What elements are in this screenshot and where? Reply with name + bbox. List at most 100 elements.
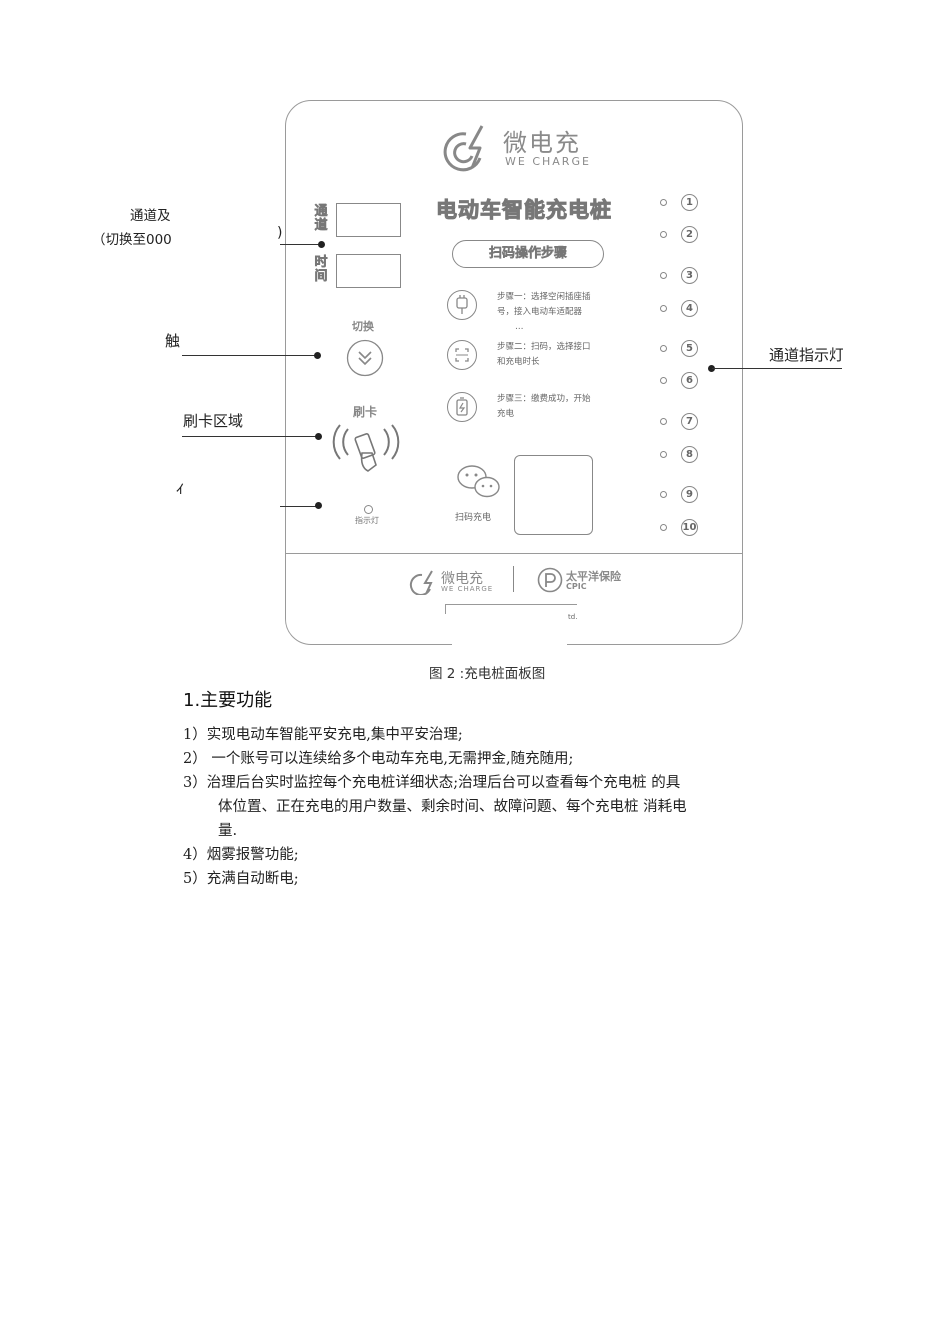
- channel-label-text: 通道: [314, 204, 328, 233]
- callout-line-touch-key: [182, 355, 318, 356]
- item-number: 1）: [183, 727, 207, 743]
- item-text: 实现电动车智能平安充电,集中平安治理;: [206, 727, 463, 743]
- callout-line-channel-time: [280, 244, 322, 245]
- callout-dot-signal-light: [315, 502, 322, 509]
- step-3-line-1: 步骤三：缴费成功，开始: [497, 394, 591, 404]
- scan-steps-pill: 扫码操作步骤: [452, 240, 604, 268]
- channel-led-7: [660, 418, 667, 425]
- brand-en: WE CHARGE: [505, 155, 591, 168]
- item-text: 治理后台实时监控每个充电桩详细状态;治理后台可以查看每个充电桩 的具: [206, 775, 681, 791]
- list-item: 4）烟雾报警功能;: [183, 843, 843, 867]
- nfc-card-icon: [332, 424, 400, 472]
- time-label: 时间: [314, 255, 328, 284]
- list-item: 3）治理后台实时监控每个充电桩详细状态;治理后台可以查看每个充电桩 的具: [183, 771, 843, 795]
- scan-icon: [447, 340, 477, 370]
- channel-number-4: 4: [681, 300, 698, 317]
- qr-code-area: [514, 455, 593, 535]
- time-label-text: 时间: [314, 255, 328, 284]
- item-text: 充满自动断电;: [206, 871, 299, 887]
- callout-line-signal-light: [280, 506, 318, 507]
- footer-brand-cn: 微电充: [441, 571, 483, 587]
- channel-led-2: [660, 231, 667, 238]
- channel-number-2: 2: [681, 226, 698, 243]
- callout-channel-time-1: 通道及: [130, 208, 171, 224]
- footer-bracket-left: [445, 604, 446, 614]
- footer-partner-cn: 太平洋保险: [566, 570, 621, 583]
- channel-number-5: 5: [681, 340, 698, 357]
- channel-number-10: 10: [681, 519, 698, 536]
- channel-led-6: [660, 377, 667, 384]
- item-number: 5）: [183, 871, 207, 887]
- indicator-led: [364, 505, 373, 514]
- step-2-line-2: 和充电时长: [497, 357, 540, 367]
- channel-label: 通道: [314, 204, 328, 233]
- channel-led-4: [660, 305, 667, 312]
- figure-caption: 图 2 :充电桩面板图: [429, 666, 546, 682]
- indicator-label: 指示灯: [355, 516, 379, 525]
- feature-list: 1）实现电动车智能平安充电,集中平安治理; 2） 一个账号可以连续给多个电动车充…: [183, 723, 843, 891]
- channel-number-8: 8: [681, 446, 698, 463]
- brand-cn: 微电充: [503, 129, 581, 157]
- step-3-line-2: 充电: [497, 409, 515, 419]
- footer-separator: [513, 566, 514, 592]
- channel-led-8: [660, 451, 667, 458]
- list-item: 2） 一个账号可以连续给多个电动车充电,无需押金,随充随用;: [183, 747, 843, 771]
- section-heading: 1.主要功能: [183, 690, 273, 711]
- callout-dot-card-area: [315, 433, 322, 440]
- switch-label: 切换: [352, 320, 374, 333]
- footer-brand-en: WE CHARGE: [441, 585, 494, 593]
- channel-display: [336, 203, 401, 237]
- item-text: 烟雾报警功能;: [206, 847, 299, 863]
- scan-charge-label: 扫码充电: [455, 513, 492, 523]
- channel-led-10: [660, 524, 667, 531]
- callout-channel-indicator: 通道指示灯: [769, 346, 843, 364]
- item-number: 4）: [183, 847, 207, 863]
- step-1-line-1: 步骤一：选择空闲插座插: [497, 292, 591, 302]
- list-item: 5）充满自动断电;: [183, 867, 843, 891]
- callout-dot-channel-time: [318, 241, 325, 248]
- list-item-continuation: 体位置、正在充电的用户数量、剩余时间、故障问题、每个充电桩 消耗电: [218, 799, 687, 815]
- we-charge-logo-icon: [443, 125, 484, 172]
- card-label: 刷卡: [353, 405, 378, 419]
- list-item: 1）实现电动车智能平安充电,集中平安治理;: [183, 723, 843, 747]
- switch-chevron-icon: [346, 339, 384, 377]
- time-display: [336, 254, 401, 288]
- step-1-line-2: 号，接入电动车适配器: [497, 307, 583, 317]
- channel-led-1: [660, 199, 667, 206]
- footer-mask: [452, 616, 567, 648]
- footer-fragment: td.: [568, 613, 578, 621]
- plug-icon: [447, 290, 477, 320]
- callout-touch-key: 触: [165, 332, 181, 350]
- channel-led-5: [660, 345, 667, 352]
- channel-number-1: 1: [681, 194, 698, 211]
- footer-partner-en: CPIC: [566, 582, 587, 591]
- callout-dot-channel-indicator: [708, 365, 715, 372]
- channel-led-3: [660, 272, 667, 279]
- item-number: 2）: [183, 751, 207, 767]
- callout-line-channel-indicator: [712, 368, 842, 369]
- step-3: 步骤三：缴费成功，开始 充电: [497, 392, 591, 422]
- callout-line-card-area: [182, 436, 318, 437]
- list-item-continuation: 量.: [218, 823, 238, 839]
- channel-number-7: 7: [681, 413, 698, 430]
- callout-channel-time-2: （切换至000: [92, 232, 172, 248]
- footer-bracket: [445, 604, 577, 605]
- callout-card-area: 刷卡区域: [183, 412, 244, 430]
- cpic-logo-icon: [537, 567, 563, 593]
- step-2-line-1: 步骤二：扫码，选择接口: [497, 342, 591, 352]
- panel-footer-divider: [286, 553, 742, 554]
- callout-paren: ): [277, 225, 283, 241]
- channel-number-6: 6: [681, 372, 698, 389]
- panel-title: 电动车智能充电桩: [436, 198, 612, 223]
- callout-dot-touch-key: [314, 352, 321, 359]
- item-text: 一个账号可以连续给多个电动车充电,无需押金,随充随用;: [206, 751, 574, 767]
- callout-signal-light: 亻: [176, 482, 192, 494]
- step-1: 步骤一：选择空闲插座插 号，接入电动车适配器 …: [497, 290, 591, 335]
- footer-we-charge-logo-icon: [409, 570, 433, 595]
- channel-led-9: [660, 491, 667, 498]
- wechat-icon: [457, 465, 500, 498]
- battery-icon: [447, 392, 477, 422]
- channel-number-9: 9: [681, 486, 698, 503]
- step-1-line-3: …: [515, 322, 524, 332]
- channel-number-3: 3: [681, 267, 698, 284]
